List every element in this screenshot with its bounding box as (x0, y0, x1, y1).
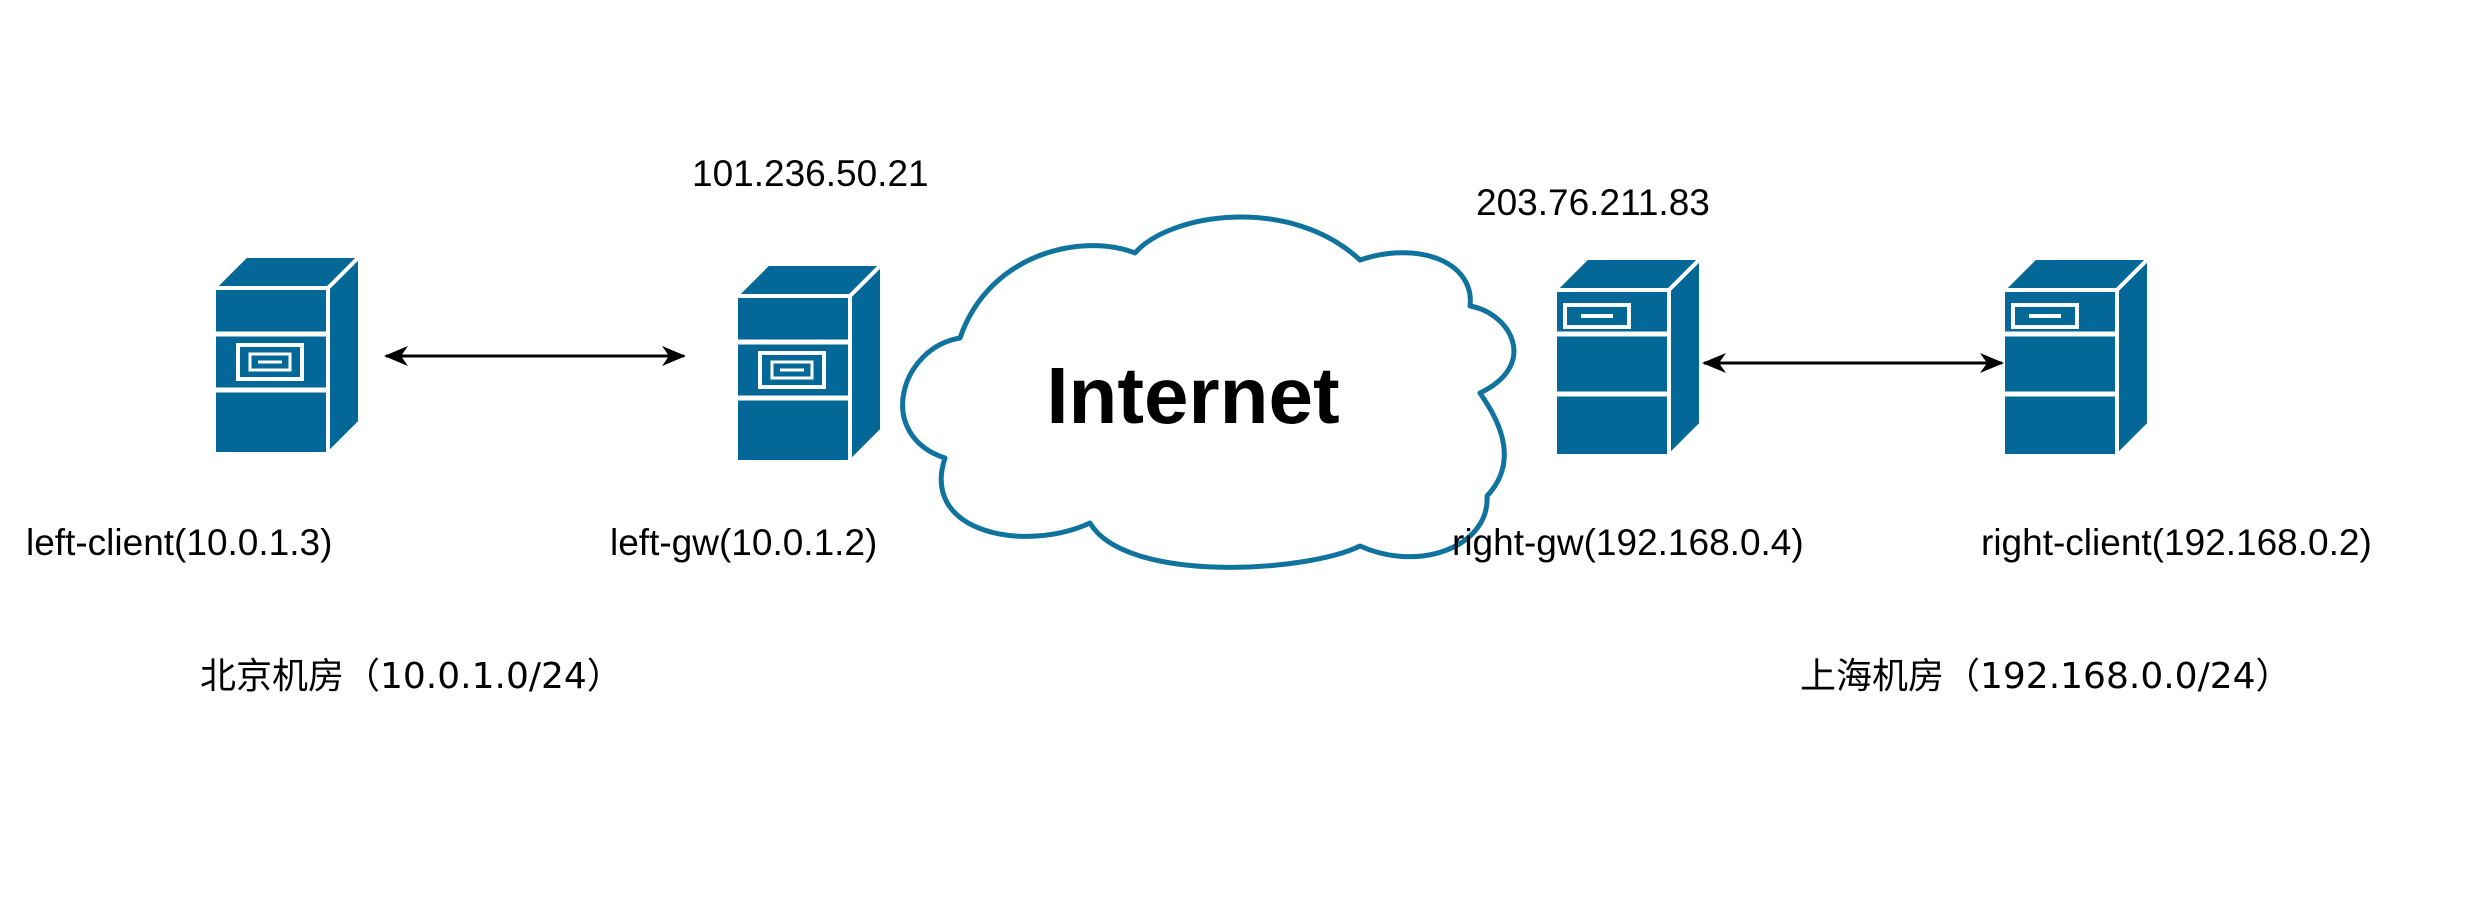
right-gw-label: right-gw(192.168.0.4) (1452, 522, 1804, 563)
right-gw-server-icon (1555, 258, 1701, 456)
cloud-label: Internet (1046, 351, 1339, 440)
right-client-label: right-client(192.168.0.2) (1981, 522, 2372, 563)
left-site-label: 北京机房（10.0.1.0/24） (200, 656, 623, 697)
left-gw-public-ip: 101.236.50.21 (692, 153, 929, 194)
right-gw-public-ip: 203.76.211.83 (1476, 182, 1710, 223)
cloud-icon (900, 214, 1517, 570)
right-client-server-icon (2003, 258, 2149, 456)
left-client-server-icon (214, 256, 360, 454)
left-client-label: left-client(10.0.1.3) (26, 522, 332, 563)
left-gw-server-icon (736, 264, 882, 462)
left-gw-label: left-gw(10.0.1.2) (610, 522, 877, 563)
right-site-label: 上海机房（192.168.0.0/24） (1800, 656, 2292, 697)
